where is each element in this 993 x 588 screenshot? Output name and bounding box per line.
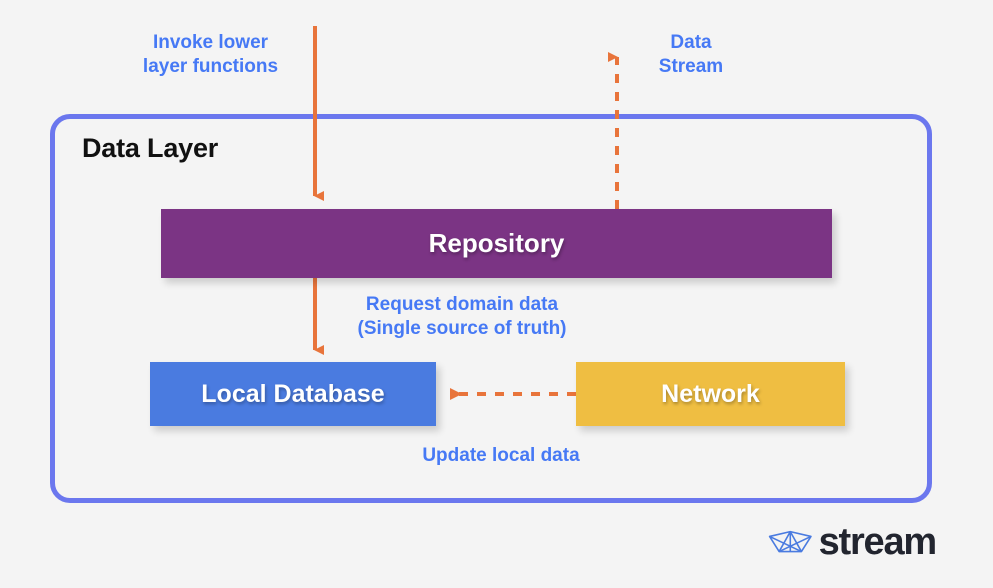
paper-boat-icon	[768, 530, 812, 553]
node-network[interactable]: Network	[576, 362, 845, 426]
edge-label-data-stream: Data Stream	[658, 32, 724, 78]
edge-label-update-local-data: Update local data	[422, 445, 580, 466]
stream-logo: stream	[768, 520, 938, 564]
edge-label-request-domain-data: Request domain data (Single source of tr…	[357, 294, 567, 340]
node-local-database-label: Local Database	[201, 379, 385, 408]
stream-wordmark: stream	[818, 521, 938, 563]
node-repository-label: Repository	[428, 228, 565, 258]
node-repository[interactable]: Repository	[161, 209, 832, 278]
data-layer-container	[50, 114, 932, 503]
data-layer-title: Data Layer	[82, 133, 219, 163]
edge-label-invoke-lower-layer-functions: Invoke lower layer functions	[142, 32, 279, 78]
node-network-label: Network	[661, 379, 760, 408]
node-local-database[interactable]: Local Database	[150, 362, 436, 426]
